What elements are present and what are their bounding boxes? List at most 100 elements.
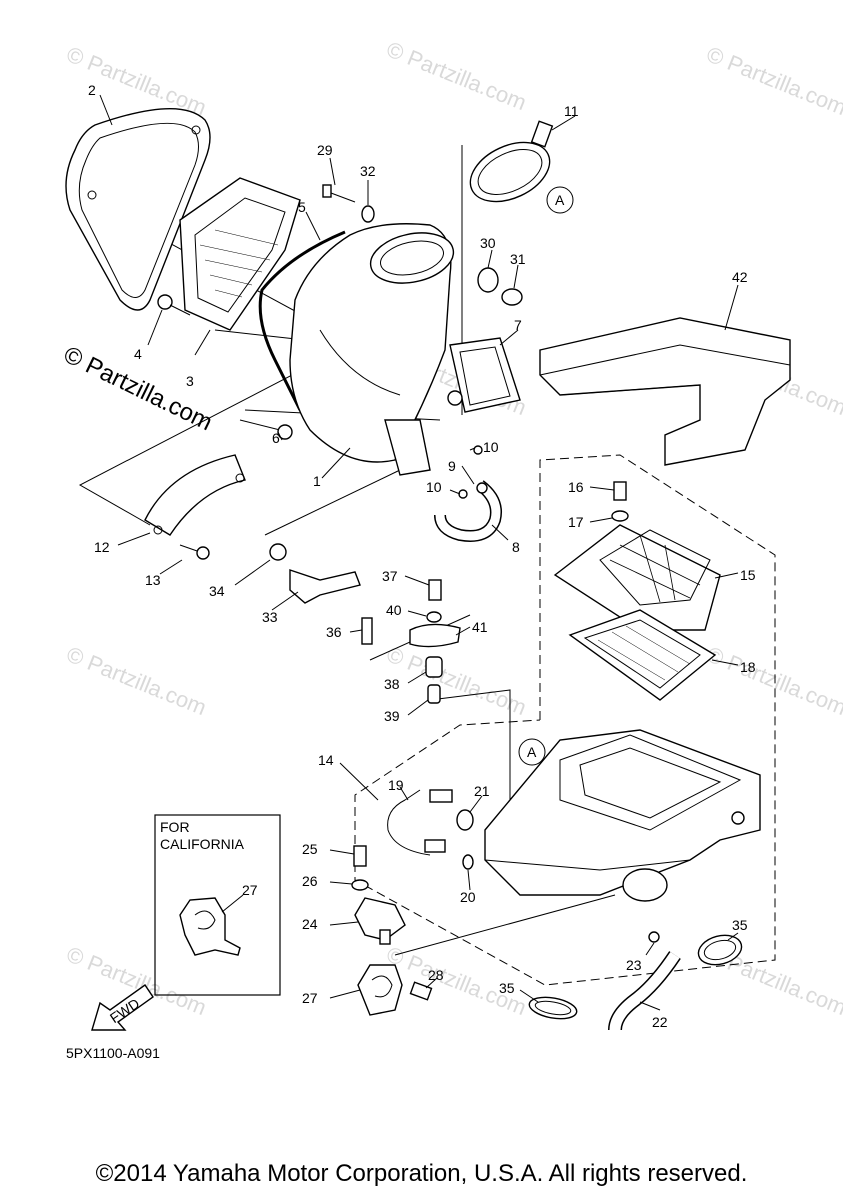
callout-41: 41 <box>472 619 488 635</box>
grommet-21 <box>456 809 474 831</box>
seal-7 <box>447 337 521 413</box>
diagram-code: 5PX1100-A091 <box>66 1045 160 1061</box>
bolt-16 <box>613 481 627 501</box>
parts-diagram: © Partzilla.com © Partzilla.com © Partzi… <box>59 36 843 1061</box>
callout-24: 24 <box>302 916 318 932</box>
bracket-33 <box>289 569 361 604</box>
collar-39 <box>427 684 441 704</box>
watermark: © Partzilla.com <box>703 41 843 120</box>
callout-25: 25 <box>302 841 318 857</box>
callout-27b: 27 <box>302 990 318 1006</box>
clip-10b <box>458 489 468 499</box>
assembly-outlines <box>354 454 776 986</box>
callout-10a: 10 <box>483 439 499 455</box>
callout-3: 3 <box>186 373 194 389</box>
callout-5: 5 <box>298 199 306 215</box>
clamp-35a <box>697 934 743 966</box>
callout-21: 21 <box>474 783 490 799</box>
callout-numbers: 2 11 29 32 5 30 31 42 7 4 3 6 1 10 9 10 … <box>88 82 756 1030</box>
bracket-27b <box>357 964 403 1016</box>
callout-14: 14 <box>318 752 334 768</box>
callout-9: 9 <box>448 458 456 474</box>
callout-15: 15 <box>740 567 756 583</box>
callout-18: 18 <box>740 659 756 675</box>
clip-23 <box>648 931 660 943</box>
callout-38: 38 <box>384 676 400 692</box>
callout-6: 6 <box>272 430 280 446</box>
bolt-25 <box>353 845 367 867</box>
california-line2: CALIFORNIA <box>160 836 245 852</box>
callout-7: 7 <box>514 317 522 333</box>
clip-9 <box>476 482 488 494</box>
sensor-24 <box>354 897 406 945</box>
callout-2: 2 <box>88 82 96 98</box>
callout-36: 36 <box>326 624 342 640</box>
foam-42 <box>539 317 791 466</box>
callout-33: 33 <box>262 609 278 625</box>
bolt-36 <box>361 617 373 645</box>
callout-35b: 35 <box>499 980 515 996</box>
callout-27a: 27 <box>242 882 258 898</box>
watermark: © Partzilla.com <box>63 641 210 720</box>
clamp-band-11 <box>469 120 554 203</box>
washer-17 <box>611 510 629 522</box>
callout-8: 8 <box>512 539 520 555</box>
callout-26: 26 <box>302 873 318 889</box>
callout-31: 31 <box>510 251 526 267</box>
marker-a-2: A <box>527 744 537 760</box>
california-box: FOR CALIFORNIA <box>154 814 281 996</box>
callout-12: 12 <box>94 539 110 555</box>
collar-31 <box>501 288 523 306</box>
watermark: © Partzilla.com <box>383 36 530 115</box>
callout-30: 30 <box>480 235 496 251</box>
washer-20 <box>462 854 474 870</box>
watermark: © Partzilla.com <box>703 641 843 720</box>
plate-41 <box>409 623 461 648</box>
callout-10b: 10 <box>426 479 442 495</box>
washer-32 <box>361 205 375 223</box>
callout-19: 19 <box>388 777 404 793</box>
screw-13 <box>179 544 210 560</box>
california-line1: FOR <box>160 819 190 835</box>
callout-28: 28 <box>428 967 444 983</box>
screw-6 <box>239 419 293 440</box>
breather-hose-8 <box>434 480 502 542</box>
inner-cover-frame <box>179 177 301 331</box>
callout-16: 16 <box>568 479 584 495</box>
clip-10a <box>473 445 483 455</box>
drain-hose-22 <box>608 951 681 1031</box>
air-filter-cover <box>65 107 211 311</box>
grommet-34 <box>269 543 287 561</box>
grommet-38 <box>425 656 443 678</box>
callout-42: 42 <box>732 269 748 285</box>
callout-40: 40 <box>386 602 402 618</box>
air-duct-case <box>289 223 455 476</box>
callout-22: 22 <box>652 1014 668 1030</box>
air-box-case-14 <box>484 729 761 902</box>
callout-17: 17 <box>568 514 584 530</box>
bolt-37 <box>428 579 442 601</box>
clamp-35b <box>528 996 578 1020</box>
fwd-arrow-icon: FWD <box>91 984 154 1031</box>
callout-13: 13 <box>145 572 161 588</box>
callout-4: 4 <box>134 346 142 362</box>
washer-26 <box>351 879 369 891</box>
callout-37: 37 <box>382 568 398 584</box>
marker-a-1: A <box>555 192 565 208</box>
grommet-30 <box>477 267 499 293</box>
watermark: © Partzilla.com <box>383 641 530 720</box>
watermark: © Partzilla.com <box>63 41 210 120</box>
marker-a-circle-2 <box>518 738 546 766</box>
sensor-19 <box>387 789 453 856</box>
callout-32: 32 <box>360 163 376 179</box>
callout-29: 29 <box>317 142 333 158</box>
bolt-28 <box>409 981 433 1001</box>
callout-20: 20 <box>460 889 476 905</box>
bolt-29 <box>322 184 356 203</box>
washer-40 <box>426 611 442 623</box>
copyright-footer: ©2014 Yamaha Motor Corporation, U.S.A. A… <box>95 1160 748 1187</box>
callout-39: 39 <box>384 708 400 724</box>
callout-1: 1 <box>313 473 321 489</box>
bracket-12 <box>144 454 246 536</box>
leader-lines <box>99 94 739 1011</box>
